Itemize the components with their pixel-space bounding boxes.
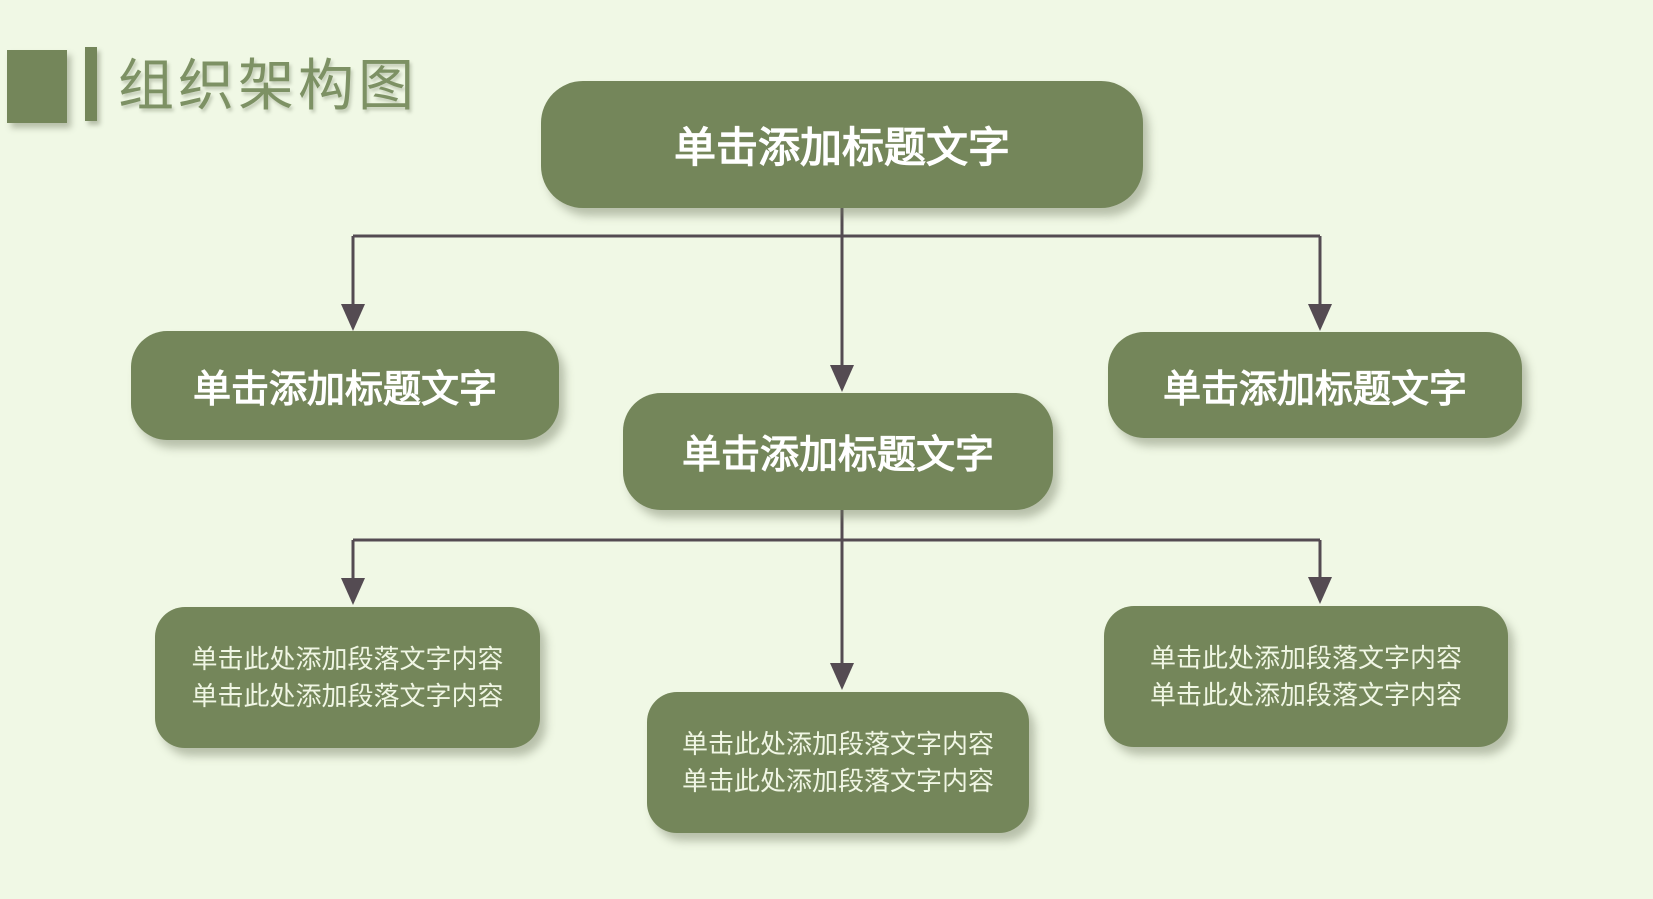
org-branch-right-label: 单击添加标题文字 <box>1162 368 1467 411</box>
org-leaf-right-paragraph-box[interactable]: 单击此处添加段落文字内容 单击此处添加段落文字内容 <box>1104 606 1508 747</box>
org-branch-center-label: 单击添加标题文字 <box>681 433 994 477</box>
org-branch-left-label: 单击添加标题文字 <box>192 369 497 411</box>
paragraph-line: 单击此处添加段落文字内容 <box>681 728 994 759</box>
org-leaf-left-paragraph-box[interactable]: 单击此处添加段落文字内容 单击此处添加段落文字内容 <box>155 607 540 748</box>
paragraph-line: 单击此处添加段落文字内容 <box>1149 679 1462 710</box>
org-leaf-center-paragraph-box[interactable]: 单击此处添加段落文字内容 单击此处添加段落文字内容 <box>647 692 1029 833</box>
org-root-title-box[interactable]: 单击添加标题文字 <box>541 81 1143 208</box>
paragraph-line: 单击此处添加段落文字内容 <box>681 765 994 796</box>
paragraph-line: 单击此处添加段落文字内容 <box>191 643 504 674</box>
title-square-decoration <box>7 50 67 123</box>
slide-title: 组织架构图 <box>118 54 418 117</box>
org-branch-right-title-box[interactable]: 单击添加标题文字 <box>1108 332 1522 438</box>
arrow-down-icon <box>830 365 854 392</box>
paragraph-line: 单击此处添加段落文字内容 <box>191 680 504 711</box>
title-bar-decoration <box>85 47 97 121</box>
arrow-down-icon <box>341 304 365 331</box>
org-branch-left-title-box[interactable]: 单击添加标题文字 <box>131 331 559 440</box>
org-root-title-label: 单击添加标题文字 <box>673 124 1010 171</box>
arrow-down-icon <box>341 578 365 605</box>
arrow-down-icon <box>1308 577 1332 604</box>
paragraph-line: 单击此处添加段落文字内容 <box>1149 642 1462 673</box>
arrow-down-icon <box>830 663 854 690</box>
org-branch-center-title-box[interactable]: 单击添加标题文字 <box>623 393 1053 510</box>
arrow-down-icon <box>1308 304 1332 331</box>
